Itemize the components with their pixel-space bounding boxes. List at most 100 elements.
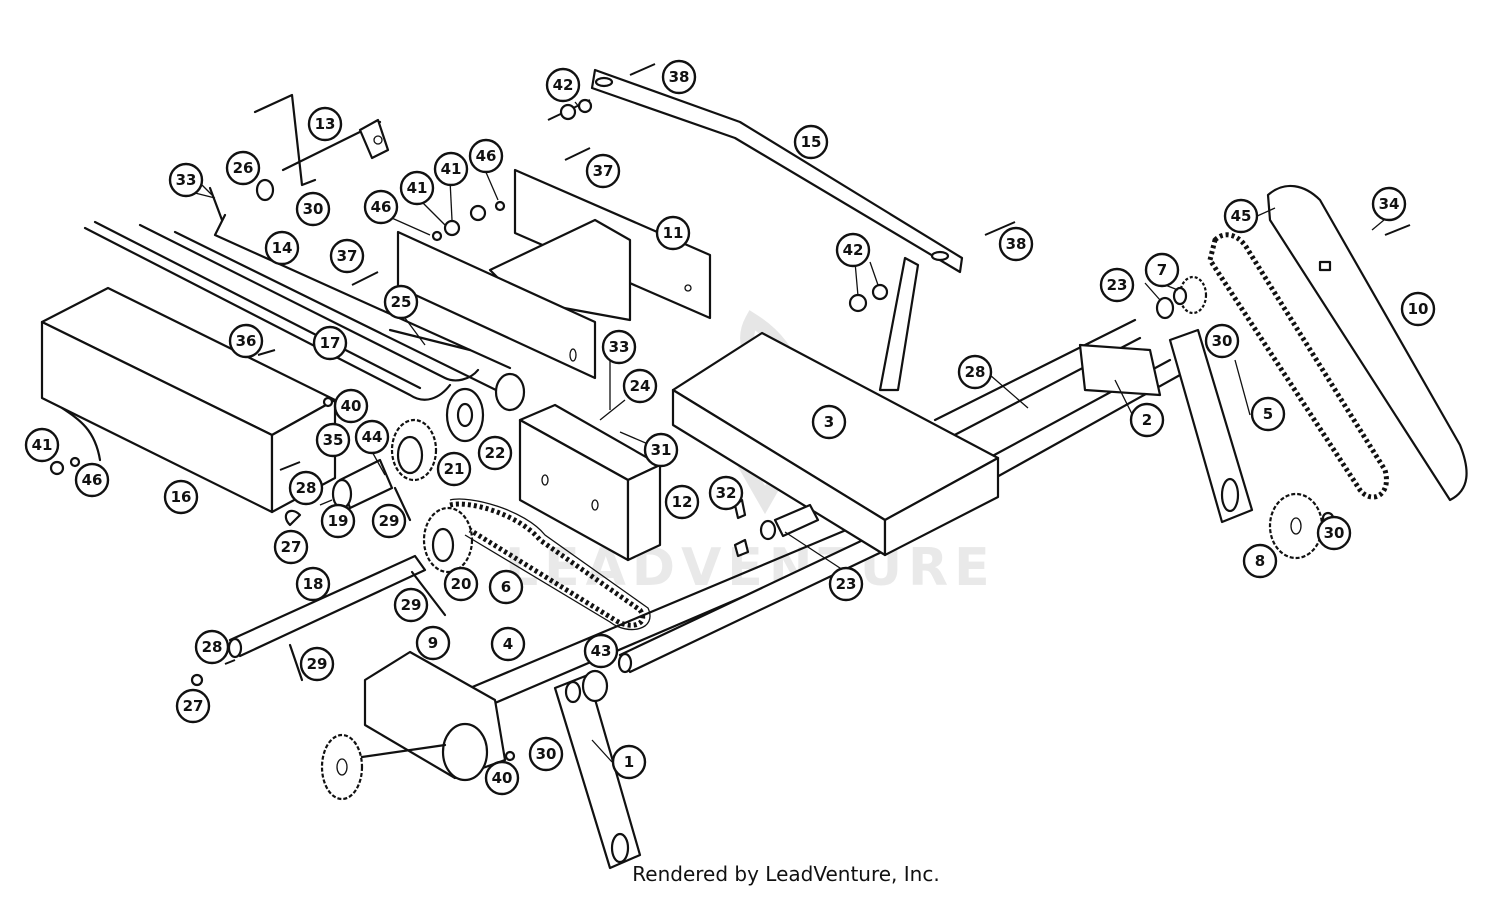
svg-text:18: 18	[303, 575, 324, 593]
svg-text:20: 20	[451, 575, 472, 593]
svg-text:34: 34	[1379, 195, 1400, 213]
callout-8: 8	[1242, 543, 1278, 579]
callout-42: 42	[835, 232, 871, 268]
svg-text:29: 29	[379, 512, 400, 530]
callout-35: 35	[315, 422, 351, 458]
svg-text:2: 2	[1142, 411, 1152, 429]
svg-text:32: 32	[716, 484, 737, 502]
svg-text:10: 10	[1408, 300, 1429, 318]
svg-text:13: 13	[315, 115, 336, 133]
svg-text:40: 40	[341, 397, 362, 415]
callout-38: 38	[998, 226, 1034, 262]
callout-3: 3	[811, 404, 847, 440]
svg-text:9: 9	[428, 634, 438, 652]
callout-21: 21	[436, 451, 472, 487]
callout-46: 46	[74, 462, 110, 498]
callout-5: 5	[1250, 396, 1286, 432]
callout-13: 13	[307, 106, 343, 142]
callout-29: 29	[393, 587, 429, 623]
svg-text:12: 12	[672, 493, 693, 511]
svg-text:25: 25	[391, 293, 412, 311]
svg-text:46: 46	[476, 147, 497, 165]
svg-text:7: 7	[1157, 261, 1167, 279]
callout-30: 30	[528, 736, 564, 772]
callout-46: 46	[468, 138, 504, 174]
callout-41: 41	[433, 151, 469, 187]
svg-text:42: 42	[843, 241, 864, 259]
mounting-plates-11	[396, 168, 712, 380]
callout-15: 15	[793, 124, 829, 160]
callout-1: 1	[611, 744, 647, 780]
svg-text:38: 38	[1006, 235, 1027, 253]
callout-29: 29	[371, 503, 407, 539]
svg-text:37: 37	[593, 162, 614, 180]
callout-27: 27	[273, 529, 309, 565]
callout-9: 9	[415, 625, 451, 661]
callout-24: 24	[622, 368, 658, 404]
svg-text:29: 29	[401, 596, 422, 614]
callout-30: 30	[1204, 323, 1240, 359]
linkage-rods	[83, 213, 512, 401]
svg-text:28: 28	[296, 479, 317, 497]
idler-housing-9	[320, 650, 507, 801]
svg-text:4: 4	[503, 635, 513, 653]
callout-20: 20	[443, 566, 479, 602]
callout-30: 30	[1316, 515, 1352, 551]
svg-text:5: 5	[1263, 405, 1273, 423]
svg-text:15: 15	[801, 133, 822, 151]
svg-text:35: 35	[323, 431, 344, 449]
callout-28: 28	[194, 629, 230, 665]
svg-text:19: 19	[328, 512, 349, 530]
callout-41: 41	[399, 170, 435, 206]
callout-41: 41	[24, 427, 60, 463]
callout-2: 2	[1129, 402, 1165, 438]
callout-18: 18	[295, 566, 331, 602]
callout-19: 19	[320, 503, 356, 539]
lever-arm-1	[553, 669, 642, 870]
svg-text:30: 30	[1324, 524, 1345, 542]
callout-37: 37	[329, 238, 365, 274]
svg-text:41: 41	[32, 436, 53, 454]
svg-text:30: 30	[1212, 332, 1233, 350]
svg-text:1: 1	[624, 753, 634, 771]
footer-credit: Rendered by LeadVenture, Inc.	[0, 862, 1500, 886]
svg-text:30: 30	[536, 745, 557, 763]
callout-11: 11	[655, 215, 691, 251]
svg-text:6: 6	[501, 578, 511, 596]
callout-43: 43	[583, 633, 619, 669]
drive-chain-6-outline	[449, 498, 651, 631]
svg-text:16: 16	[171, 488, 192, 506]
footer-text: Rendered by LeadVenture, Inc.	[632, 862, 940, 886]
callouts: 1 2 3 4 5 6 7 8 9 10 11 12 13 14 15 16 1…	[24, 59, 1436, 796]
callout-10: 10	[1400, 291, 1436, 327]
callout-14: 14	[264, 230, 300, 266]
svg-text:30: 30	[303, 200, 324, 218]
callout-34: 34	[1371, 186, 1407, 222]
callout-38: 38	[661, 59, 697, 95]
svg-text:17: 17	[320, 334, 341, 352]
svg-text:31: 31	[651, 441, 672, 459]
callout-44: 44	[354, 419, 390, 455]
hub-19	[331, 458, 394, 510]
shafts	[227, 318, 1182, 708]
svg-text:33: 33	[609, 338, 630, 356]
callout-12: 12	[664, 484, 700, 520]
svg-text:28: 28	[965, 363, 986, 381]
callout-27: 27	[175, 688, 211, 724]
callout-42: 42	[545, 67, 581, 103]
svg-text:26: 26	[233, 159, 254, 177]
callout-30: 30	[295, 191, 331, 227]
svg-text:27: 27	[281, 538, 302, 556]
svg-text:44: 44	[362, 428, 383, 446]
bracket-arm-15	[590, 68, 964, 392]
callout-17: 17	[312, 325, 348, 361]
svg-text:11: 11	[663, 224, 684, 242]
svg-text:24: 24	[630, 377, 651, 395]
callout-7: 7	[1144, 252, 1180, 288]
svg-text:41: 41	[441, 160, 462, 178]
callout-4: 4	[490, 626, 526, 662]
svg-text:37: 37	[337, 247, 358, 265]
callout-36: 36	[228, 323, 264, 359]
svg-text:28: 28	[202, 638, 223, 656]
